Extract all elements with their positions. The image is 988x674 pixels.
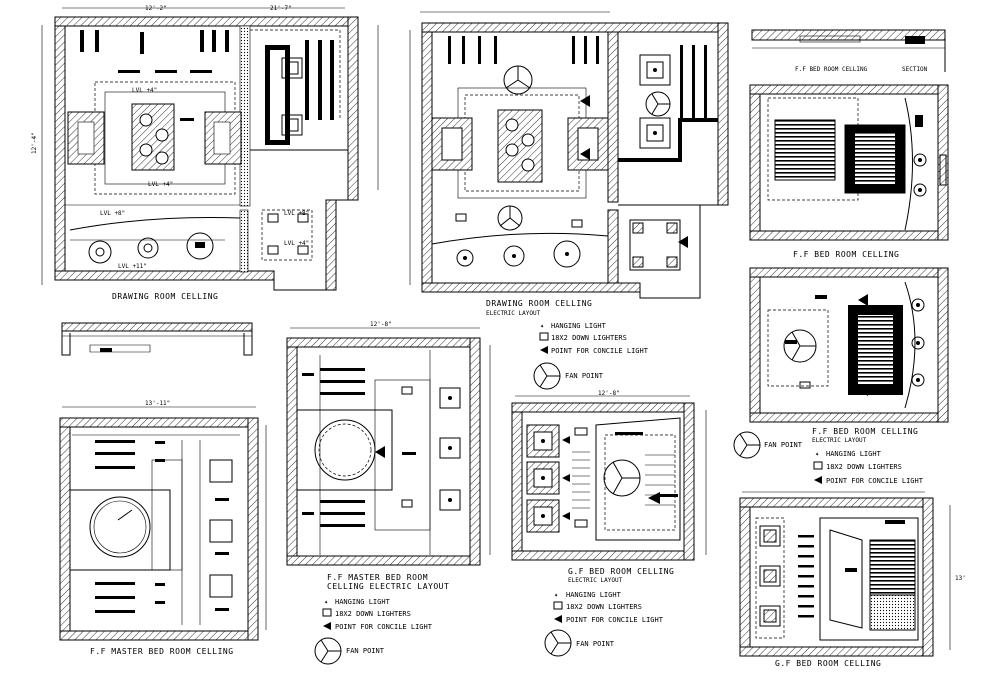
ff-master-electric-subtitle: CELLING ELECTRIC LAYOUT: [327, 582, 449, 591]
dim-master-e-top: 12'-8": [370, 321, 392, 328]
legend-gf: ✦ HANGING LIGHT 18X2 DOWN LIGHTERS POINT…: [544, 591, 664, 657]
ff-bed-electric-subtitle: ELECTRIC LAYOUT: [812, 437, 867, 444]
ff-bed-ceiling-plan: F.F BED ROOM CELLING: [749, 84, 949, 259]
ff-bed-section: F.F BED ROOM CELLING SECTION: [751, 29, 946, 73]
ff-master-electric-title: F.F MASTER BED ROOM: [327, 573, 428, 582]
legend-hanging-light: HANGING LIGHT: [551, 322, 607, 330]
legend-fan-point-r: FAN POINT: [764, 441, 803, 449]
level-mark-a: LVL +4": [132, 87, 157, 94]
ff-bed-electric-layout: F.F BED ROOM CELLING ELECTRIC LAYOUT FAN…: [733, 267, 949, 485]
ff-master-ceiling-title: F.F MASTER BED ROOM CELLING: [90, 647, 234, 656]
legend-fan-point: FAN POINT: [565, 372, 604, 380]
legend-fan-point-m: FAN POINT: [346, 647, 385, 655]
gf-bed-electric-subtitle: ELECTRIC LAYOUT: [568, 577, 623, 584]
legend-down-lighters: 18X2 DOWN LIGHTERS: [551, 334, 627, 342]
legend-down-lighters-m: 18X2 DOWN LIGHTERS: [335, 610, 411, 618]
legend-middle: ✦ HANGING LIGHT 18X2 DOWN LIGHTERS POINT…: [533, 322, 649, 390]
dim-top-2: 21'-7": [270, 5, 292, 12]
dim-top-1: 12'-2": [145, 5, 167, 12]
legend-hanging-sym-g: ✦: [554, 591, 559, 599]
dim-gf-e-top: 12'-8": [598, 390, 620, 397]
legend-concile-light-g: POINT FOR CONCILE LIGHT: [566, 616, 664, 624]
legend-down-lighters-g: 18X2 DOWN LIGHTERS: [566, 603, 642, 611]
level-mark-d: LVL +11": [118, 263, 147, 270]
dim-gf-right: 13': [955, 575, 966, 582]
legend-master: ✦ HANGING LIGHT 18X2 DOWN LIGHTERS POINT…: [314, 598, 433, 665]
legend-down-lighters-r: 18X2 DOWN LIGHTERS: [826, 463, 902, 471]
level-mark-b: LVL +4": [148, 181, 173, 188]
ff-master-bed-ceiling-plan: 13'-11" F.F MASTER BED ROOM CELLING: [59, 400, 267, 656]
legend-hanging-light-g: HANGING LIGHT: [566, 591, 622, 599]
gf-bed-electric-layout: 12'-8" G.F BED ROOM CELLING ELEC: [511, 390, 707, 657]
dim-left: 12'-4": [31, 132, 38, 154]
level-mark-f: LVL +4": [284, 240, 309, 247]
legend-hanging-light-r: HANGING LIGHT: [826, 450, 882, 458]
drawing-room-ceiling-plan: 12'-2" 21'-7" 12'-4": [31, 5, 379, 301]
ff-bed-section-sub: SECTION: [902, 66, 928, 73]
level-mark-c: LVL +8": [100, 210, 125, 217]
drawing-room-electric-layout: DRAWING ROOM CELLING ELECTRIC LAYOUT: [409, 11, 729, 317]
legend-concile-light-r: POINT FOR CONCILE LIGHT: [826, 477, 924, 485]
gf-bed-ceiling-title: G.F BED ROOM CELLING: [775, 659, 881, 668]
legend-right: FAN POINT ✦ HANGING LIGHT 18X2 DOWN LIGH…: [733, 431, 924, 485]
legend-hanging-sym: ✦: [540, 322, 545, 330]
ff-bed-section-title: F.F BED ROOM CELLING: [795, 66, 868, 73]
legend-fan-point-g: FAN POINT: [576, 640, 615, 648]
drawing-room-electric-subtitle: ELECTRIC LAYOUT: [486, 310, 541, 317]
ff-bed-electric-title: F.F BED ROOM CELLING: [812, 427, 918, 436]
legend-hanging-sym-m: ✦: [324, 598, 329, 606]
legend-concile-light-m: POINT FOR CONCILE LIGHT: [335, 623, 433, 631]
legend-concile-light: POINT FOR CONCILE LIGHT: [551, 347, 649, 355]
legend-hanging-sym-r: ✦: [815, 450, 820, 458]
gf-bed-electric-title: G.F BED ROOM CELLING: [568, 567, 674, 576]
level-mark-e: LVL +8": [284, 210, 309, 217]
gf-bed-ceiling-plan: G.F BED ROOM CELLING 13': [739, 491, 966, 668]
drawing-room-ceiling-title: DRAWING ROOM CELLING: [112, 292, 218, 301]
drawing-room-electric-title: DRAWING ROOM CELLING: [486, 299, 592, 308]
ff-master-bed-electric-layout: 12'-8" F.F MASTER BED ROOM CELLING ELECT…: [286, 321, 491, 665]
legend-hanging-light-m: HANGING LIGHT: [335, 598, 391, 606]
drawing-room-section: [61, 322, 253, 356]
dim-master-top: 13'-11": [145, 400, 170, 407]
ff-bed-ceiling-title: F.F BED ROOM CELLING: [793, 250, 899, 259]
